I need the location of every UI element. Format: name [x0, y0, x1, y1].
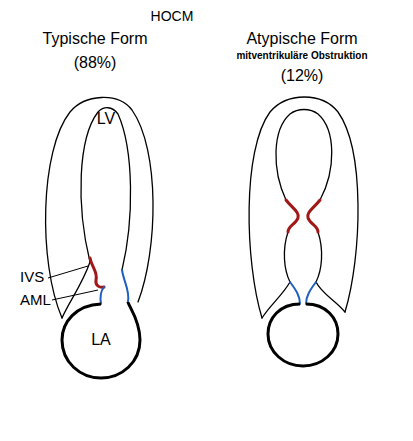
lv-cavity-upper [276, 110, 332, 201]
lv-wall-left-base [62, 262, 90, 318]
form-subheading: mitventrikuläre Obstruktion [236, 50, 367, 61]
lv-outer-wall [46, 97, 153, 318]
posterior-leaflet [122, 270, 128, 302]
diagram-title: HOCM [151, 9, 194, 24]
chamber-label: LV [97, 110, 115, 128]
aml-leaflet [100, 287, 104, 304]
left-atrium [62, 302, 140, 378]
lv-cavity-lower-right [316, 232, 322, 282]
part-label: IVS [20, 269, 44, 286]
left-atrium-atypical [268, 304, 338, 366]
ivs-leader [48, 266, 88, 278]
aml-leader [52, 290, 98, 300]
percentage: (12%) [281, 67, 324, 85]
mitral-leaflet-right [306, 282, 316, 304]
midventricular-bulge-left [286, 200, 298, 232]
midventricular-bulge-right [308, 200, 320, 232]
form-heading: Atypische Form [246, 30, 357, 48]
percentage: (88%) [74, 54, 117, 72]
form-heading: Typische Form [43, 30, 148, 48]
lv-outer-wall-atypical [249, 97, 358, 318]
mitral-leaflet-left [290, 282, 300, 304]
part-label: AML [20, 292, 51, 309]
chamber-label: LA [91, 331, 111, 349]
lv-cavity-lower-left [284, 232, 290, 282]
ivs-bulge [90, 258, 104, 287]
lv-cavity [81, 108, 131, 270]
